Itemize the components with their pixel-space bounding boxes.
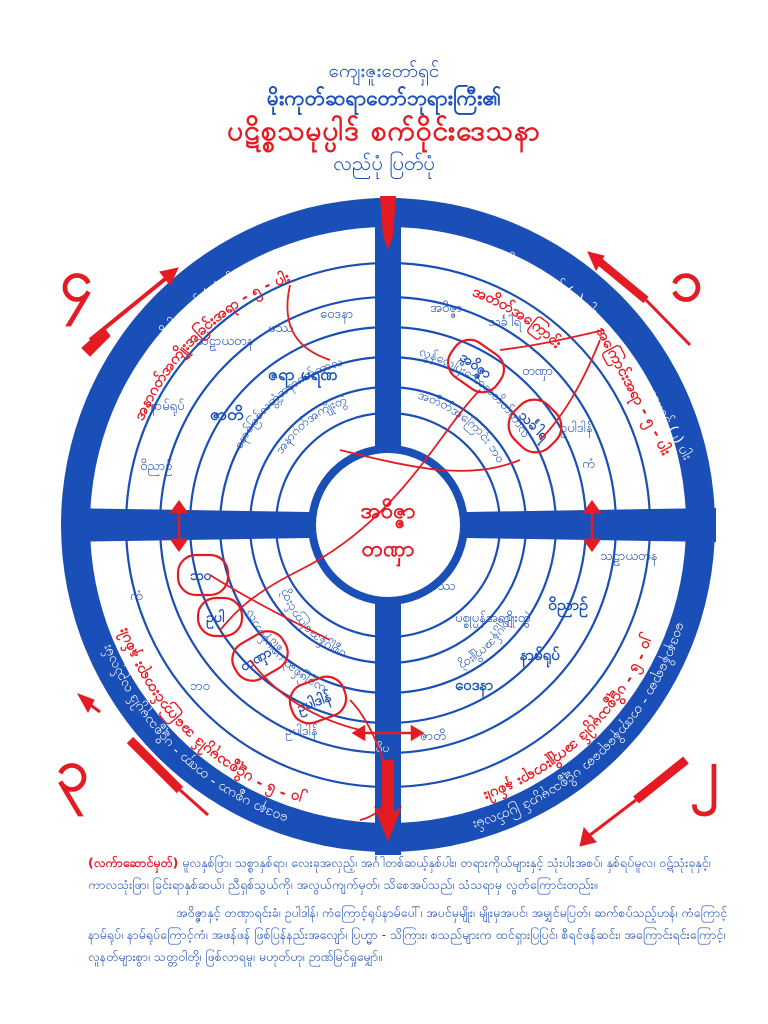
quadrant-number-top-left: ၄	[60, 246, 93, 326]
bottom-pointer	[374, 760, 402, 842]
quadrant-number-top-right: ၁	[670, 246, 703, 314]
side-left-label: ဝိ	[198, 518, 205, 533]
tl-term-7: နာမ်ရုပ်	[150, 398, 185, 416]
quadrant-number-bottom-right: ၂	[690, 736, 719, 816]
top-pointer	[380, 196, 396, 250]
bl-term-2: ဘဝ	[190, 679, 210, 694]
br-term-5: ဝေဒနာ	[455, 676, 493, 698]
tl-term-6: ဝိညာဉ်	[140, 458, 173, 476]
center-line1: အဝိဇ္ဇာ	[361, 497, 416, 529]
br-term-3: သဠာယတန	[600, 549, 658, 566]
tl-term-4: သဠာယတန	[196, 334, 254, 351]
quadrant-number-bottom-left: ၃	[56, 736, 89, 816]
tl-term-1: ဇာတိ	[210, 404, 244, 425]
tl-term-5: ဖဿ	[268, 321, 293, 336]
tr-term-2: သင်္ခါရ	[488, 314, 522, 332]
tr-term-4: ဥပါဒါန်	[560, 420, 593, 438]
header-line1: ကျေးဇူးတော်ရှင်	[328, 60, 440, 82]
tl-term-3: ဝေဒနာ	[320, 307, 353, 324]
side-right-label: ကံ	[568, 519, 580, 533]
bl-terms: ကံ ဘဝ ဥပါဒါန်	[130, 589, 318, 741]
center-hub	[316, 453, 460, 597]
sweep-arrows	[76, 251, 692, 847]
header: ကျေးဇူးတော်ရှင် မိုးကုတ်ဆရာတော်ဘုရားကြီး…	[0, 58, 768, 176]
small-arrows	[169, 499, 602, 742]
header-line2: မိုးကုတ်ဆရာတော်ဘုရားကြီး၏	[266, 86, 502, 110]
br-term-2: နာမ်ရုပ်	[520, 645, 560, 668]
footer-p1: မူလနှစ်ဖြာ၊ သစ္စာနှစ်ရာ၊ လေးခုအလှည့်၊ အင…	[88, 855, 711, 892]
br-term-1: ဝိညာဉ်	[548, 595, 588, 618]
bl-box-2: ဥပါ	[206, 609, 225, 629]
bl-term-1: ကံ	[130, 589, 143, 604]
tr-term-5: ကံ	[582, 457, 595, 472]
footer-text: (လက်ာဆောင်မှတ်) မူလနှစ်ဖြာ၊ သစ္စာနှစ်ရာ၊…	[88, 852, 728, 974]
footer-paragraph-1: (လက်ာဆောင်မှတ်) မူလနှစ်ဖြာ၊ သစ္စာနှစ်ရာ၊…	[88, 852, 728, 896]
page-subtitle: လည်ပုံ ပြတ်ပုံ	[333, 151, 435, 175]
br-term-6: ဇာတိ	[420, 728, 446, 744]
br-term-4: ဖဿ	[430, 579, 455, 594]
br-terms: ဝိညာဉ် သဠာယတန နာမ်ရုပ် ဝေဒနာ ဇာတိ ပစ္စုပ…	[420, 549, 658, 744]
br-mid2-label: ပစ္စုပ္ပန်အကျိုးတွဲ	[455, 610, 530, 628]
footer-key: (လက်ာဆောင်မှတ်)	[88, 855, 179, 870]
tr-term-1: အဝိဇ္ဇာ	[430, 300, 462, 318]
page-title: ပဋိစ္စသမုပ္ပါဒ် စက်ဝိုင်းဒေသနာ	[227, 114, 541, 147]
red-boxes	[176, 338, 563, 725]
bl-box-1: ဘဝ	[190, 568, 212, 584]
tr-terms: အဝိဇ္ဇာ သင်္ခါရ တဏှာ ဥပါဒါန် ကံ	[430, 300, 595, 472]
footer-paragraph-2: အဝိဇ္ဇာနှင့် တဏှာရင်းခံ၊ ဥပါဒါန်၊ ကံကြော…	[88, 905, 728, 964]
tr-term-3: တဏှာ	[522, 364, 553, 381]
bl-term-3: ဥပါဒါန်	[285, 723, 318, 741]
quadrant-numbers: ၄ ၁ ၂ ၃	[56, 246, 719, 816]
